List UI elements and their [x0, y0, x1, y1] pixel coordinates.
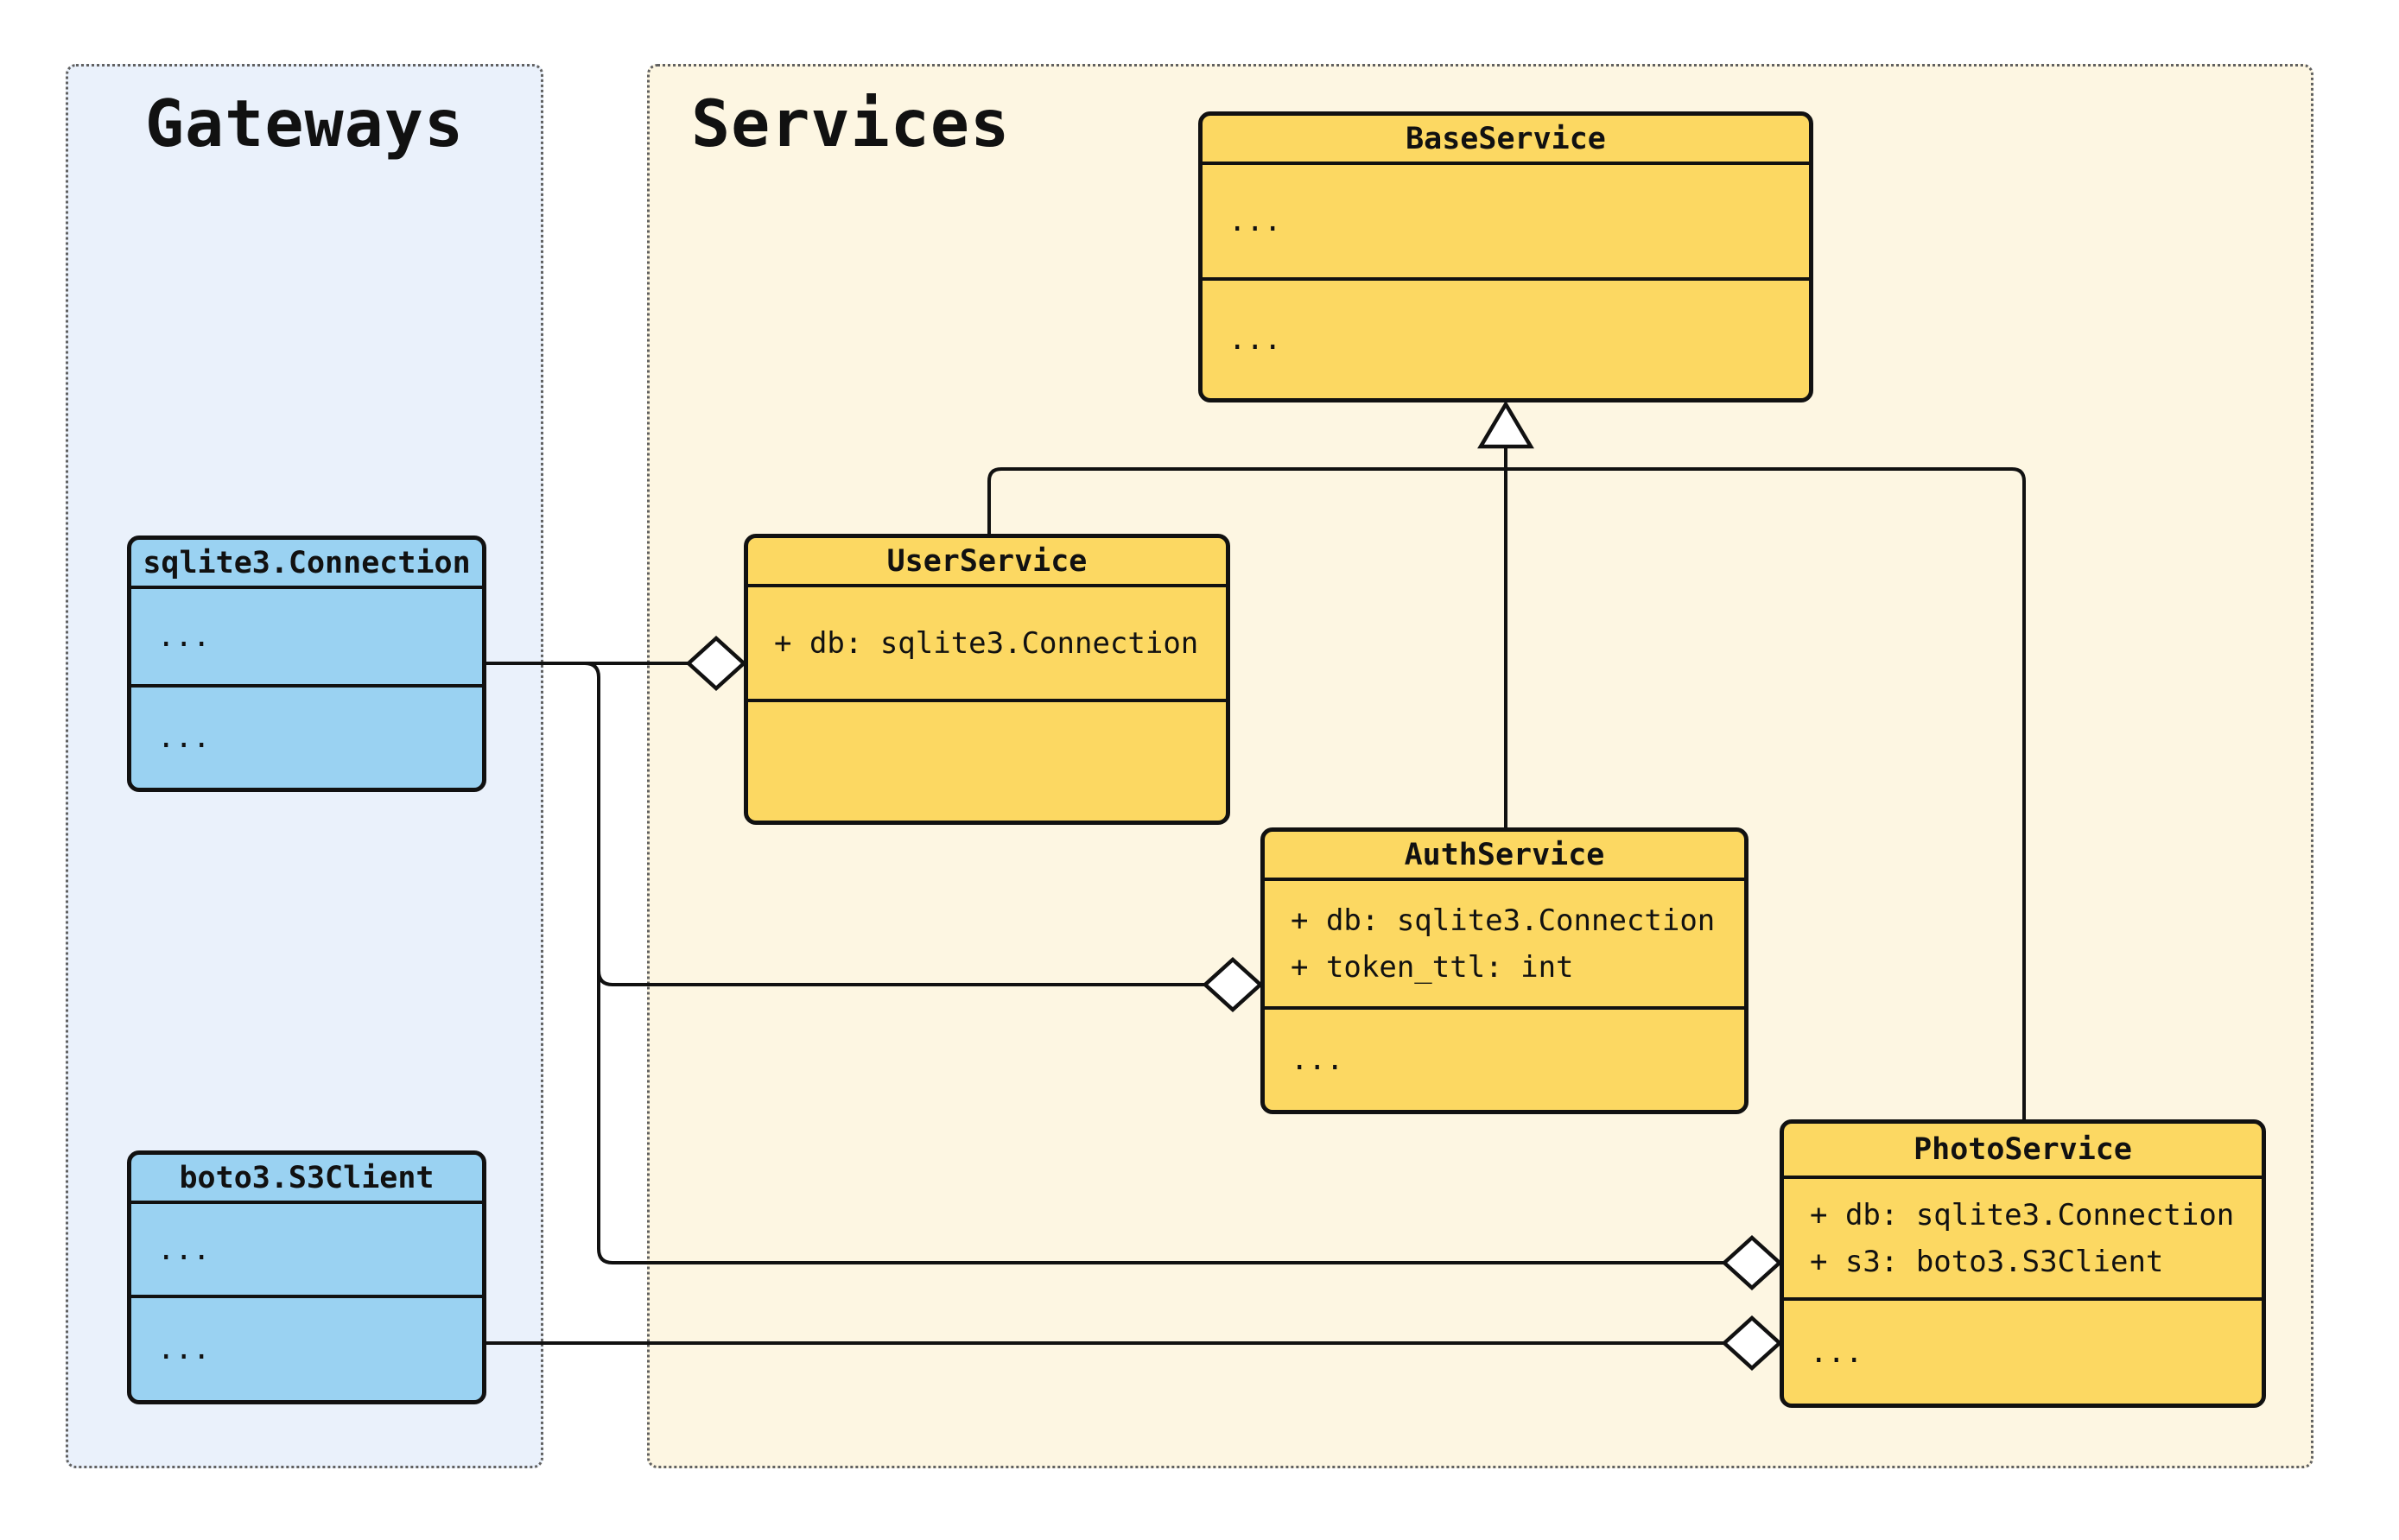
class-attributes: + db: sqlite3.Connection + token_ttl: in… — [1265, 881, 1744, 1010]
class-attributes: + db: sqlite3.Connection — [748, 587, 1226, 702]
class-methods: ... — [131, 1298, 482, 1400]
class-methods: ... — [1265, 1010, 1744, 1110]
method-line: ... — [1228, 322, 1282, 357]
method-line: ... — [1291, 1043, 1344, 1077]
aggregation-diamond-photoservice-s3-icon — [1721, 1315, 1783, 1372]
group-services-title: Services — [691, 86, 1011, 162]
class-title: PhotoService — [1784, 1124, 2262, 1179]
class-boto3-s3client: boto3.S3Client ... ... — [127, 1150, 486, 1404]
class-methods: ... — [1784, 1301, 2262, 1404]
class-baseservice: BaseService ... ... — [1198, 111, 1813, 402]
method-line: ... — [157, 720, 211, 755]
class-title: boto3.S3Client — [131, 1155, 482, 1204]
class-title: BaseService — [1203, 116, 1809, 165]
class-attributes: ... — [1203, 165, 1809, 281]
attribute-line: + s3: boto3.S3Client — [1810, 1244, 2164, 1279]
attribute-line: ... — [157, 619, 211, 654]
class-authservice: AuthService + db: sqlite3.Connection + t… — [1260, 827, 1748, 1114]
class-methods — [748, 702, 1226, 821]
class-attributes: + db: sqlite3.Connection + s3: boto3.S3C… — [1784, 1179, 2262, 1301]
class-methods: ... — [1203, 281, 1809, 398]
aggregation-diamond-authservice-icon — [1202, 956, 1264, 1013]
attribute-line: ... — [1228, 204, 1282, 238]
class-title: AuthService — [1265, 832, 1744, 881]
inheritance-triangle-icon — [1477, 400, 1534, 449]
method-line: ... — [157, 1332, 211, 1366]
group-gateways-title: Gateways — [144, 86, 465, 162]
class-title: sqlite3.Connection — [131, 540, 482, 589]
class-methods: ... — [131, 688, 482, 788]
attribute-line: + db: sqlite3.Connection — [1810, 1197, 2235, 1233]
method-line: ... — [1810, 1334, 1863, 1370]
attribute-line: + token_ttl: int — [1291, 949, 1574, 985]
class-sqlite3-connection: sqlite3.Connection ... ... — [127, 536, 486, 792]
class-title: UserService — [748, 538, 1226, 587]
aggregation-line-sqlite-photoservice — [584, 662, 1726, 1264]
attribute-line: + db: sqlite3.Connection — [1291, 903, 1716, 938]
class-photoservice: PhotoService + db: sqlite3.Connection + … — [1780, 1119, 2266, 1408]
attribute-line: ... — [157, 1232, 211, 1267]
class-attributes: ... — [131, 1204, 482, 1298]
class-userservice: UserService + db: sqlite3.Connection — [744, 534, 1230, 825]
aggregation-diamond-userservice-icon — [685, 635, 747, 692]
attribute-line: + db: sqlite3.Connection — [774, 625, 1199, 661]
aggregation-line-sqlite-authservice — [597, 970, 1207, 986]
aggregation-diamond-photoservice-db-icon — [1721, 1234, 1783, 1291]
class-attributes: ... — [131, 589, 482, 688]
